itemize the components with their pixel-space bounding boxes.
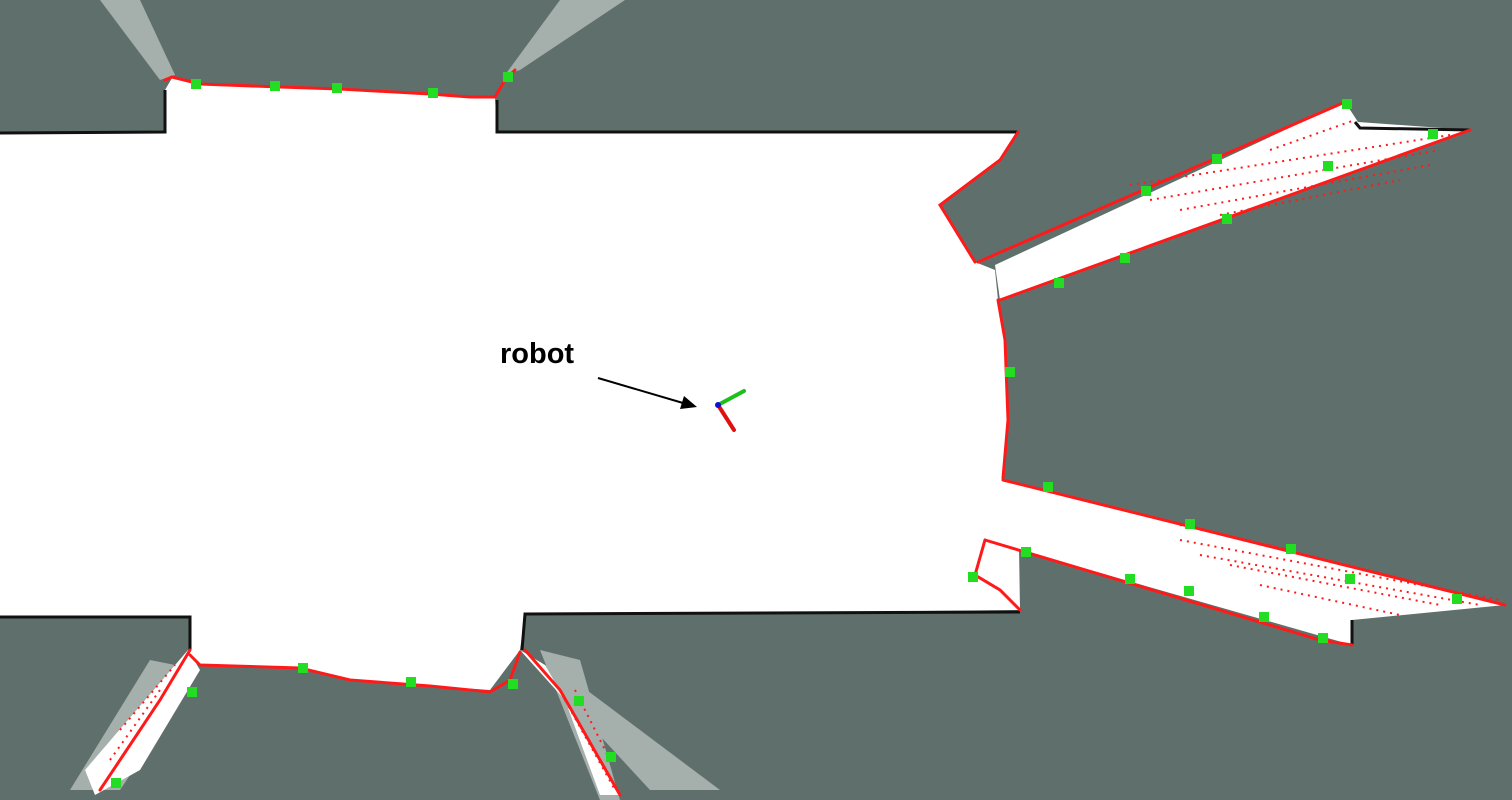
frontier-marker [574,696,584,706]
frontier-marker [1342,99,1352,109]
frontier-marker [298,663,308,673]
frontier-marker [1428,129,1438,139]
frontier-marker [187,687,197,697]
frontier-marker [1005,367,1015,377]
frontier-marker [191,79,201,89]
frontier-marker [1054,278,1064,288]
frontier-marker [1184,586,1194,596]
frontier-marker [270,81,280,91]
robot-axis-x [716,403,736,432]
frontier-marker [1452,594,1462,604]
frontier-marker [1021,547,1031,557]
frontier-marker [428,88,438,98]
frontier-marker [1222,214,1232,224]
frontier-marker [1318,633,1328,643]
frontier-marker [406,677,416,687]
frontier-marker [332,83,342,93]
frontier-marker [968,572,978,582]
robot-label: robot [500,338,575,370]
frontier-marker [1141,186,1151,196]
laser-scan-scatter [109,119,1501,791]
robot-axis-z [715,402,721,408]
robot-axis-y [716,389,746,407]
frontier-marker [508,679,518,689]
occupied-walls [0,90,1471,651]
frontier-marker [1212,154,1222,164]
frontier-marker [1345,574,1355,584]
frontier-marker [1323,161,1333,171]
frontier-marker [606,752,616,762]
frontier-markers [111,72,1462,788]
free-space [0,78,1505,795]
frontier-marker [1286,544,1296,554]
frontier-marker [1120,253,1130,263]
frontier-marker [111,778,121,788]
robot-arrow [597,377,697,409]
frontier-marker [1043,482,1053,492]
frontier-marker [1185,519,1195,529]
robot-frame [715,389,746,432]
frontier-marker [1259,612,1269,622]
frontier-marker [503,72,513,82]
frontier-marker [1125,574,1135,584]
